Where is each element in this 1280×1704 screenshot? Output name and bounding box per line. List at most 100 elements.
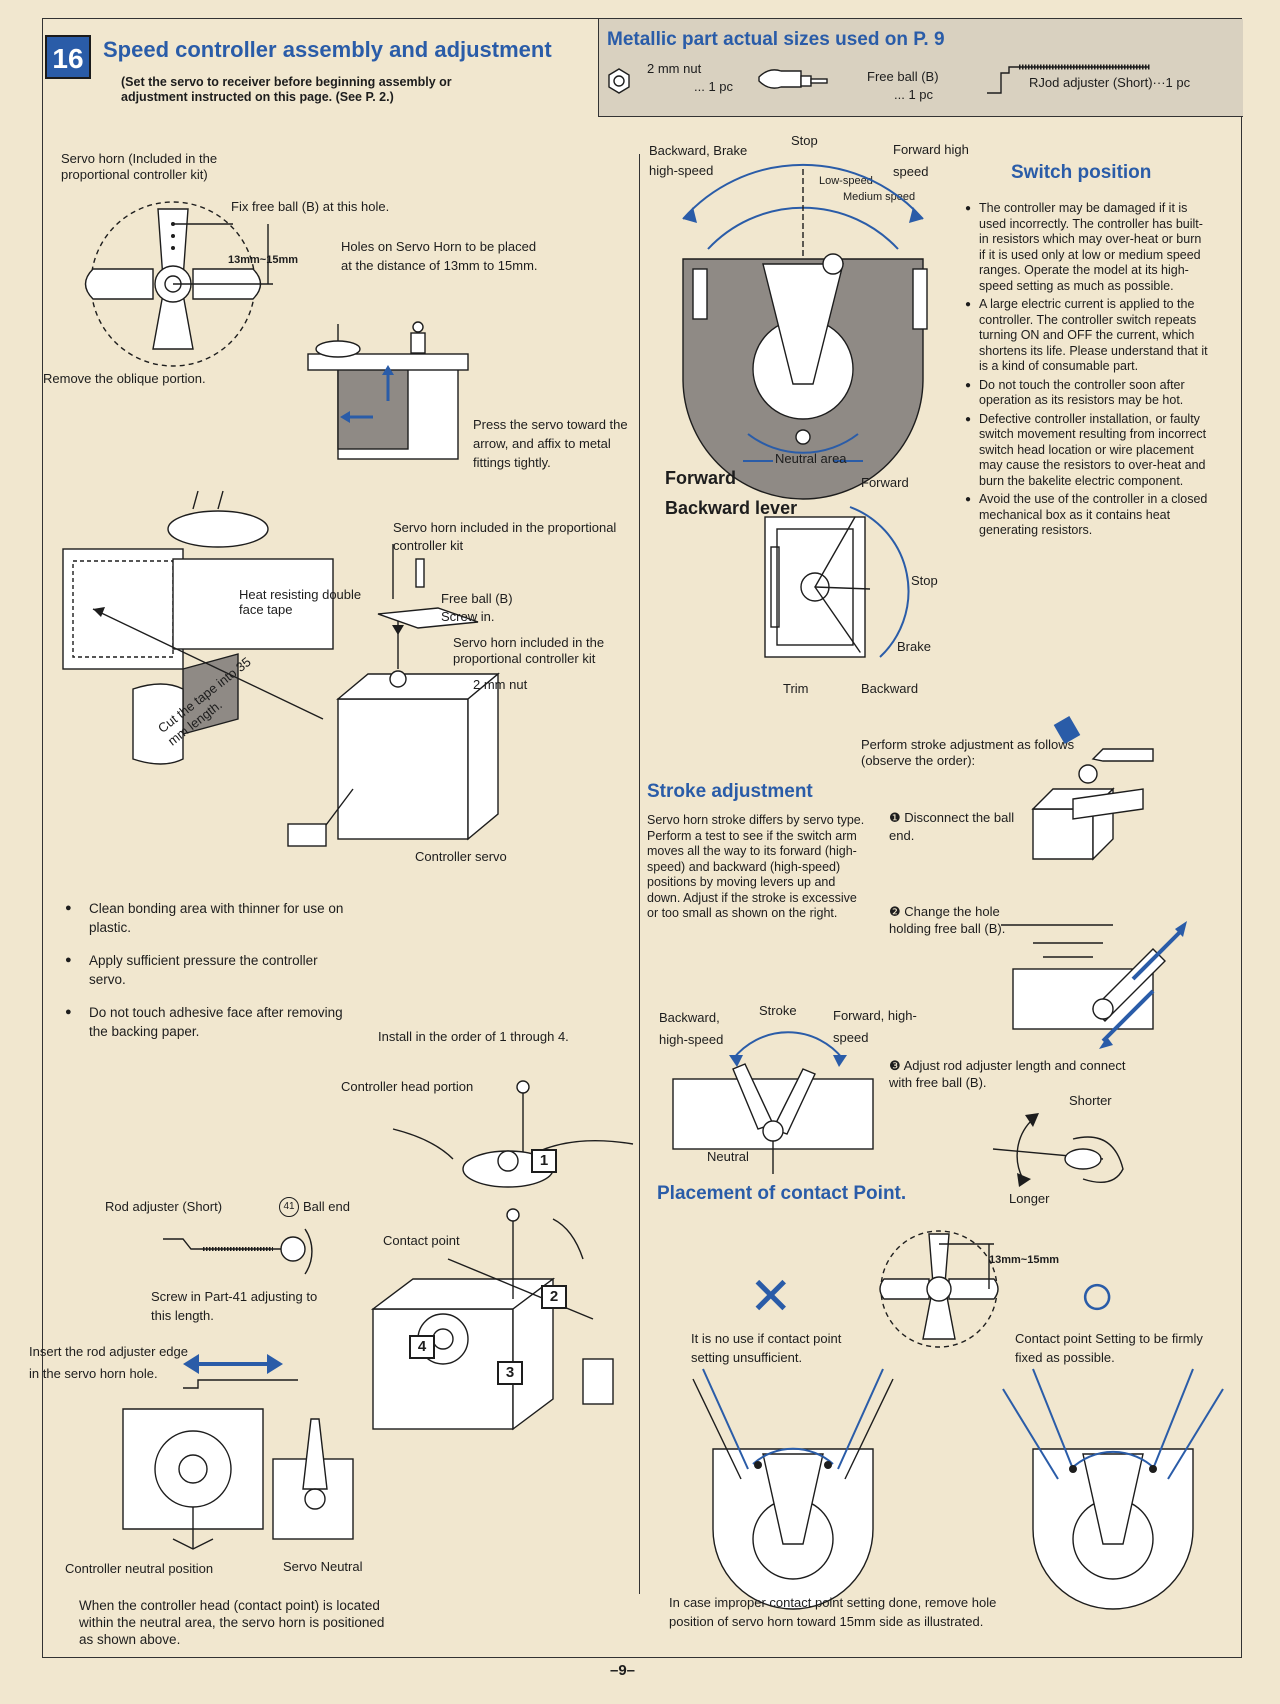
switch-bullet: The controller may be damaged if it is u…: [965, 201, 1210, 294]
stroke-desc: Servo horn stroke differs by servo type.…: [647, 813, 865, 920]
neutral-note: When the controller head (contact point)…: [79, 1598, 385, 1647]
metallic-parts-box: Metallic part actual sizes used on P. 9 …: [598, 19, 1243, 117]
rod-ball-diagram: [163, 1228, 313, 1275]
bad-placement-diagram: [692, 1368, 894, 1610]
switch-bullet: Defective controller installation, or fa…: [965, 412, 1210, 490]
page-number: –9–: [610, 1662, 636, 1679]
controller-servo-label: Controller servo: [415, 849, 507, 864]
disconnect-ball-diagram: [1031, 715, 1154, 861]
step-1-marker: ❶: [889, 810, 905, 825]
servo-mount-diagram: [307, 321, 469, 460]
lever-stop-label: Stop: [911, 573, 938, 588]
improper-note: In case improper contact point setting d…: [669, 1595, 997, 1629]
good-mark-icon: ○: [1079, 1261, 1116, 1328]
insert-rod-label: Insert the rod adjuster edge in the serv…: [29, 1344, 188, 1381]
lever-backward-label: Backward: [861, 681, 919, 696]
change-hole-diagram: [1001, 921, 1187, 1049]
stroke-step-3-text: Adjust rod adjuster length and connect w…: [889, 1058, 1126, 1090]
lever-title: Forward Backward lever: [665, 468, 798, 518]
placement-horn-diagram: [879, 1230, 999, 1348]
servo-horn-diagram: [84, 201, 273, 367]
neutral-area-label: Neutral area: [775, 451, 847, 466]
bad-text: It is no use if contact point setting un…: [691, 1331, 842, 1365]
stroke-diagram: [672, 1031, 874, 1174]
section-title: Speed controller assembly and adjustment: [103, 37, 552, 62]
switch-bullet: A large electric current is applied to t…: [965, 297, 1210, 375]
metallic-parts-title: Metallic part actual sizes used on P. 9: [607, 29, 945, 50]
rod-length-diagram: [992, 1113, 1124, 1187]
switch-position-title: Switch position: [1011, 162, 1152, 183]
switch-bullets: The controller may be damaged if it is u…: [965, 201, 1210, 542]
forward-hs-label: Forward, high-speed: [833, 1008, 917, 1045]
step-2-marker: ❷: [889, 904, 905, 919]
stroke-step-1: ❶ Disconnect the ball end.: [889, 809, 1019, 845]
step-2-badge: 2: [541, 1285, 567, 1309]
rod-adjuster-label: Rod adjuster (Short): [105, 1199, 223, 1214]
ball-qty: ... 1 pc: [894, 87, 934, 102]
contact-point-label: Contact point: [383, 1233, 460, 1248]
backward-hs-label: Backward, high-speed: [659, 1010, 724, 1047]
column-divider: [639, 154, 640, 1594]
servo-horn-label: Servo horn (Included in the proportional…: [61, 151, 218, 182]
section-number: 16: [45, 35, 91, 79]
servo-horn-included-label: Servo horn included in the proportional …: [393, 520, 617, 553]
step-3-badge: 3: [497, 1361, 523, 1385]
lever-forward-label: Forward: [861, 475, 909, 490]
stroke-title: Stroke adjustment: [647, 781, 813, 802]
forward-high-label: Forward high speed: [893, 142, 969, 179]
switch-position-diagram: [682, 163, 928, 500]
screw-in-label: Screw in.: [441, 609, 495, 624]
ball-end-number: 41: [279, 1197, 299, 1217]
good-placement-diagram: [1002, 1368, 1224, 1610]
ball-name: Free ball (B): [867, 69, 939, 84]
servo-horn-included2-label: Servo horn included in the proportional …: [453, 635, 605, 666]
heat-tape-label: Heat resisting double face tape: [239, 587, 362, 617]
low-speed-label: Low-speed: [819, 175, 873, 187]
perform-stroke-label: Perform stroke adjustment as follows (ob…: [861, 737, 1075, 768]
free-ball-label: Free ball (B): [441, 591, 513, 606]
controller-head-label: Controller head portion: [341, 1079, 474, 1094]
medium-speed-label: Medium speed: [843, 191, 916, 203]
controller-neutral-label: Controller neutral position: [65, 1561, 214, 1576]
step-1-badge: 1: [531, 1149, 557, 1173]
stroke-step-2: ❷ Change the hole holding free ball (B).: [889, 903, 1019, 937]
nut-qty: ... 1 pc: [694, 79, 734, 94]
lever-diagram: [764, 506, 910, 658]
good-text: Contact point Setting to be firmly fixed…: [1015, 1331, 1203, 1365]
stroke-step-1-text: Disconnect the ball end.: [889, 810, 1015, 843]
install-order-label: Install in the order of 1 through 4.: [378, 1029, 569, 1044]
switch-bullet: Avoid the use of the controller in a clo…: [965, 492, 1210, 539]
rod-name: RJod adjuster (Short)···1 pc: [1029, 75, 1191, 90]
assembly-steps-diagram: [370, 1080, 634, 1431]
stroke-step-3: ❸ Adjust rod adjuster length and connect…: [889, 1057, 1129, 1091]
screw-in-part-label: Screw in Part-41 adjusting to this lengt…: [151, 1289, 318, 1323]
placement-title: Placement of contact Point.: [657, 1183, 907, 1204]
servo-install-diagram: [62, 490, 500, 847]
stroke-label: Stroke: [759, 1003, 797, 1018]
bullet-pressure: Apply sufficient pressure the controller…: [59, 951, 349, 989]
remove-oblique-label: Remove the oblique portion.: [43, 371, 206, 386]
rod-length-arrow: [183, 1354, 298, 1389]
shorter-label: Shorter: [1069, 1093, 1112, 1108]
step-4-badge: 4: [409, 1335, 435, 1359]
longer-label: Longer: [1009, 1191, 1050, 1206]
stroke-step-2-text: Change the hole holding free ball (B).: [889, 904, 1006, 936]
switch-bullet: Do not touch the controller soon after o…: [965, 378, 1210, 409]
lever-trim-label: Trim: [783, 681, 809, 696]
bad-mark-icon: ✕: [749, 1268, 793, 1326]
page-frame: 16 Speed controller assembly and adjustm…: [29, 18, 1243, 1658]
nut-name: 2 mm nut: [647, 61, 702, 76]
bullet-clean: Clean bonding area with thinner for use …: [59, 899, 349, 937]
nut-label: 2 mm nut: [473, 677, 528, 692]
switch-stop-label: Stop: [791, 133, 818, 148]
backward-brake-label: Backward, Brake high-speed: [649, 143, 748, 178]
bullet-adhesive: Do not touch adhesive face after removin…: [59, 1003, 349, 1041]
holes-note: Holes on Servo Horn to be placed at the …: [341, 239, 538, 273]
free-ball-icon: [758, 69, 802, 89]
placement-dim-label: 13mm~15mm: [989, 1254, 1060, 1266]
nut-icon: [608, 68, 630, 94]
metallic-parts-icons: [608, 64, 1151, 94]
section-subtitle: (Set the servo to receiver before beginn…: [121, 75, 452, 104]
press-servo-label: Press the servo toward the arrow, and af…: [473, 417, 628, 470]
